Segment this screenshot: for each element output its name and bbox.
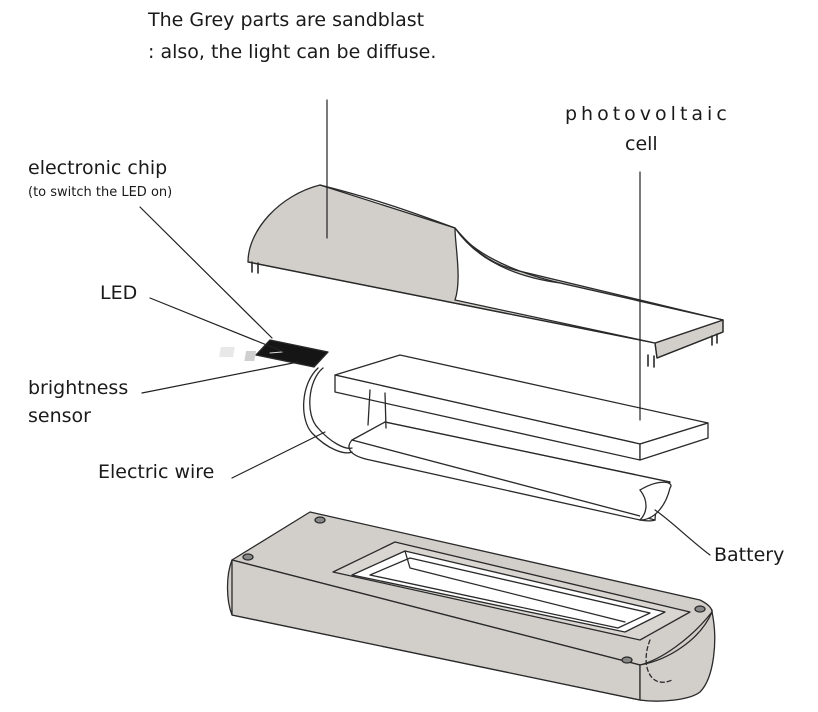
electronic-chip <box>219 339 329 368</box>
sensor-label-line-1: brightness <box>28 377 129 399</box>
leader-led <box>149 297 285 353</box>
battery <box>348 421 672 522</box>
chip-label-line-1: electronic chip <box>28 157 168 179</box>
note-line-1: The Grey parts are sandblast <box>148 9 425 31</box>
pv-label-line-1: photovoltaic <box>565 103 731 125</box>
pv-label-line-2: cell <box>625 133 658 155</box>
top-cover <box>247 184 724 368</box>
photovoltaic-cell <box>334 354 709 461</box>
sensor-label-line-2: sensor <box>28 405 91 427</box>
leader-sensor <box>141 361 299 394</box>
note-line-2: : also, the light can be diffuse. <box>148 41 437 63</box>
electric-wire <box>302 367 353 454</box>
chip-label-line-2: (to switch the LED on) <box>28 185 173 200</box>
led-label: LED <box>100 282 138 304</box>
battery-label: Battery <box>714 544 785 566</box>
leader-lines <box>139 99 711 556</box>
leader-chip <box>139 206 273 339</box>
wire-label: Electric wire <box>98 461 215 483</box>
leader-battery <box>654 509 711 556</box>
leader-wire <box>231 431 326 479</box>
base-housing <box>226 511 716 702</box>
